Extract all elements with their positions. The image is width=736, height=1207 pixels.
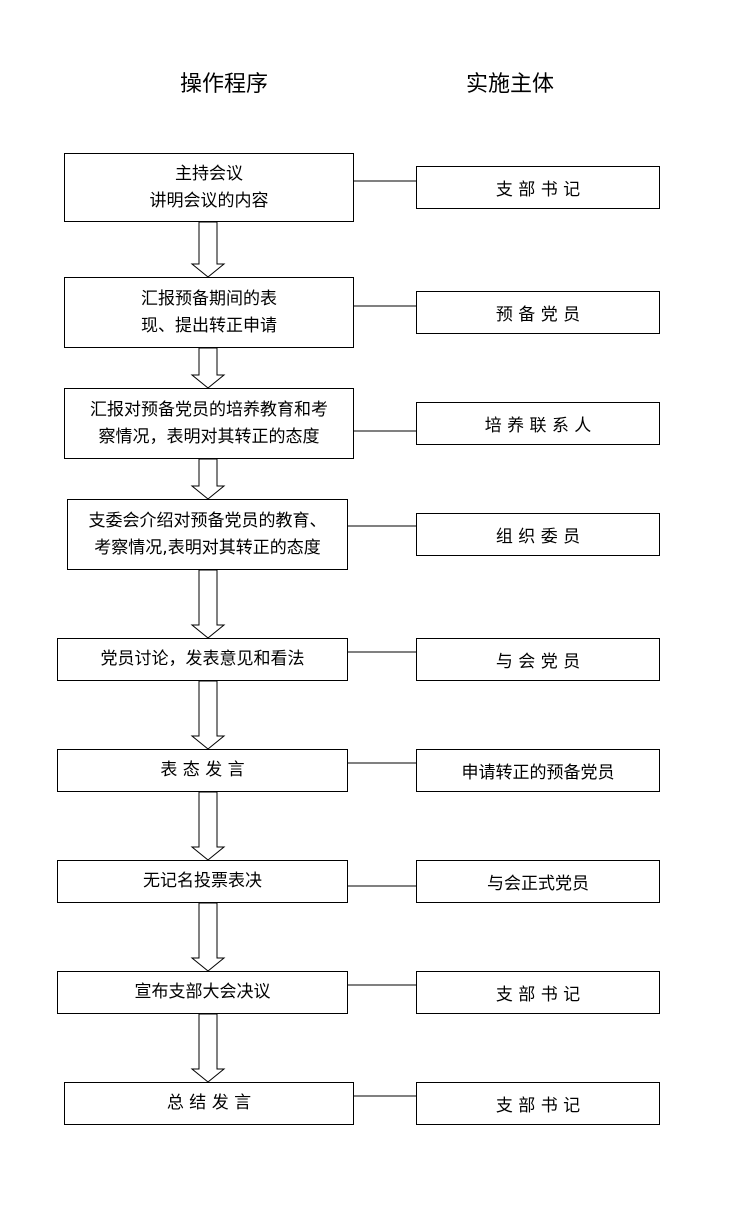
actor-box-4: 组 织 委 员	[416, 513, 660, 556]
step-box-7: 无记名投票表决	[57, 860, 348, 903]
step-box-6: 表 态 发 言	[57, 749, 348, 792]
flow-arrow-3	[190, 458, 226, 500]
actor-box-8: 支 部 书 记	[416, 971, 660, 1014]
step-box-8: 宣布支部大会决议	[57, 971, 348, 1014]
actor-box-9: 支 部 书 记	[416, 1082, 660, 1125]
flow-arrow-4	[190, 569, 226, 639]
step-box-3: 汇报对预备党员的培养教育和考 察情况，表明对其转正的态度	[64, 388, 354, 459]
step-box-9: 总 结 发 言	[64, 1082, 354, 1125]
actor-column-header: 实施主体	[465, 72, 554, 97]
procedure-column-header: 操作程序	[179, 72, 268, 97]
flow-arrow-7	[190, 902, 226, 972]
step-box-2: 汇报预备期间的表 现、提出转正申请	[64, 277, 354, 348]
step-box-5: 党员讨论，发表意见和看法	[57, 638, 348, 681]
actor-box-6: 申请转正的预备党员	[416, 749, 660, 792]
actor-box-5: 与 会 党 员	[416, 638, 660, 681]
step-box-1: 主持会议 讲明会议的内容	[64, 153, 354, 222]
actor-box-2: 预 备 党 员	[416, 291, 660, 334]
flow-arrow-1	[190, 221, 226, 278]
flow-arrow-2	[190, 347, 226, 389]
flow-arrow-6	[190, 791, 226, 861]
flow-arrow-8	[190, 1013, 226, 1083]
flow-arrow-5	[190, 680, 226, 750]
actor-box-7: 与会正式党员	[416, 860, 660, 903]
actor-box-3: 培 养 联 系 人	[416, 402, 660, 445]
actor-box-1: 支 部 书 记	[416, 166, 660, 209]
step-box-4: 支委会介绍对预备党员的教育、 考察情况,表明对其转正的态度	[67, 499, 348, 570]
